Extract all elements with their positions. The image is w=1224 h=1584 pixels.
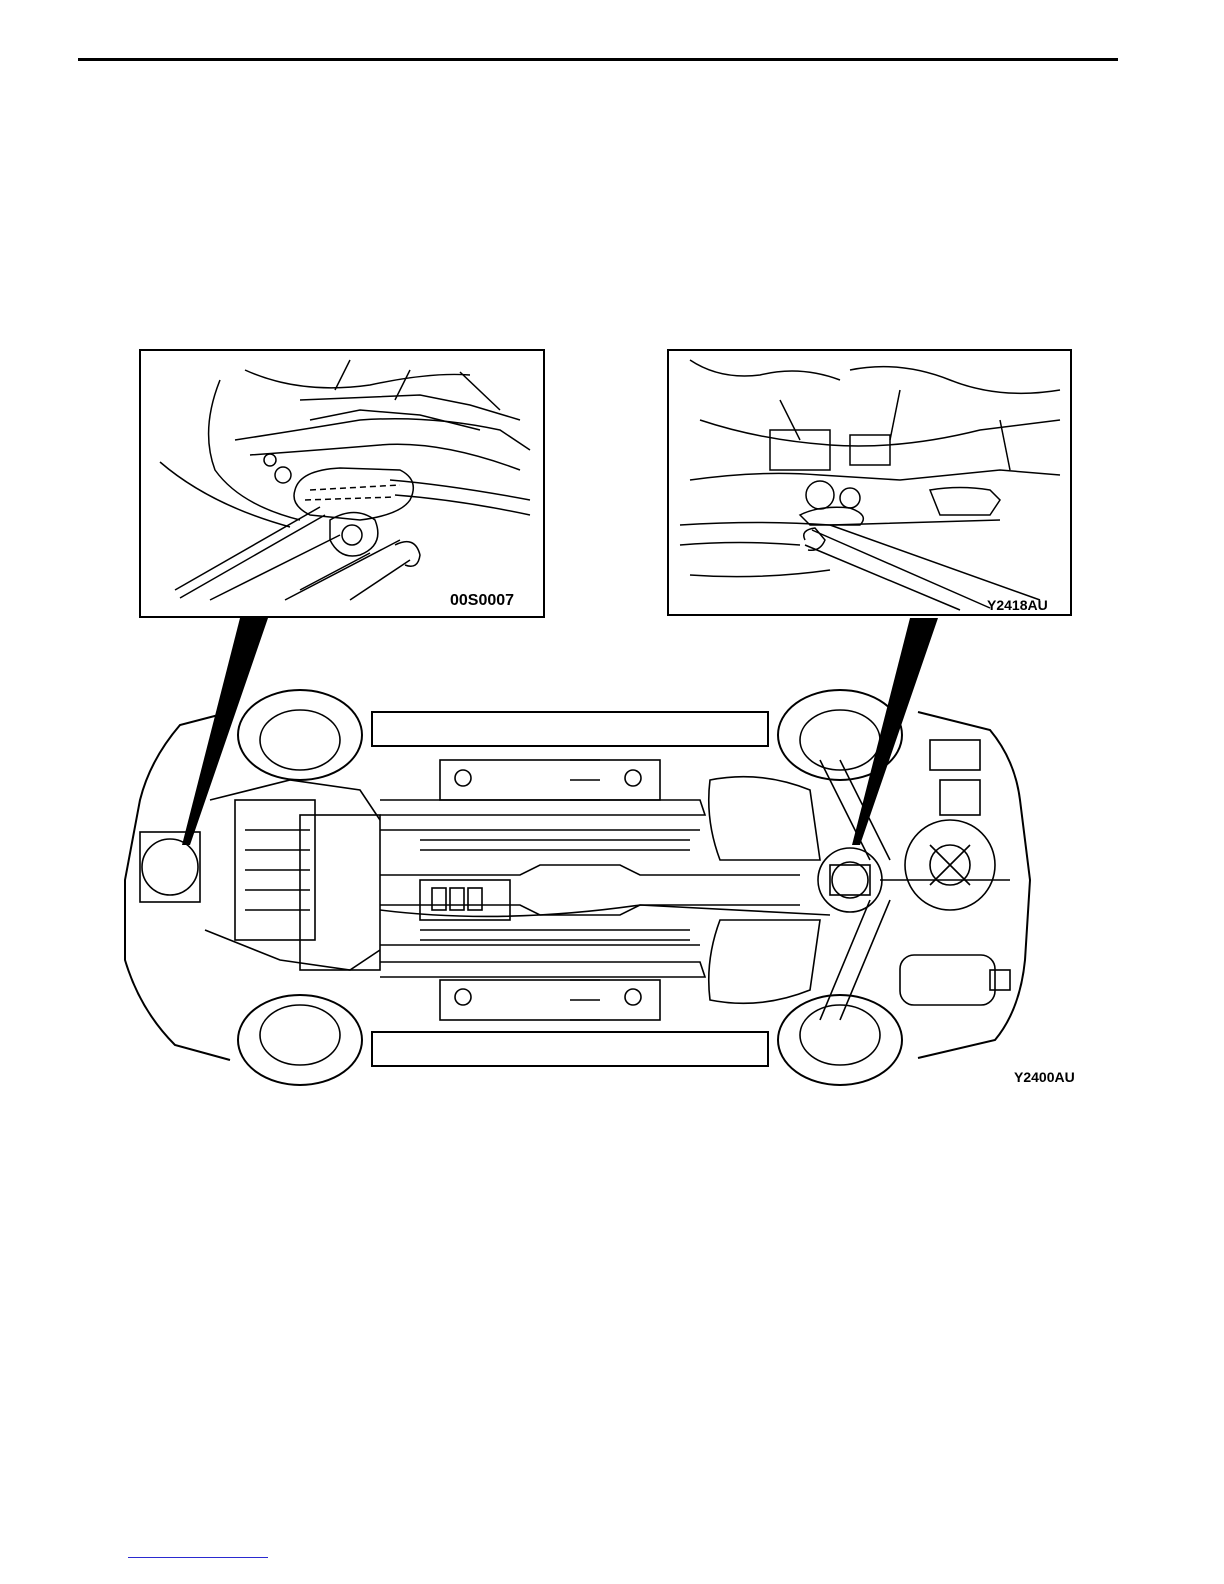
inset-front-jack-point: 00S0007	[140, 350, 544, 617]
inset-rear-jack-point: Y2418AU	[668, 350, 1071, 615]
main-figure-code: Y2400AU	[1014, 1069, 1075, 1085]
wheel-rear-right	[778, 995, 902, 1085]
wheel-front-right	[238, 995, 362, 1085]
inset-left-code: 00S0007	[450, 592, 514, 609]
callout-left	[182, 618, 268, 845]
footer-rule	[128, 1557, 268, 1558]
inset-right-code: Y2418AU	[987, 597, 1048, 613]
vehicle-underside	[125, 690, 1030, 1085]
wheel-front-left	[238, 690, 362, 780]
